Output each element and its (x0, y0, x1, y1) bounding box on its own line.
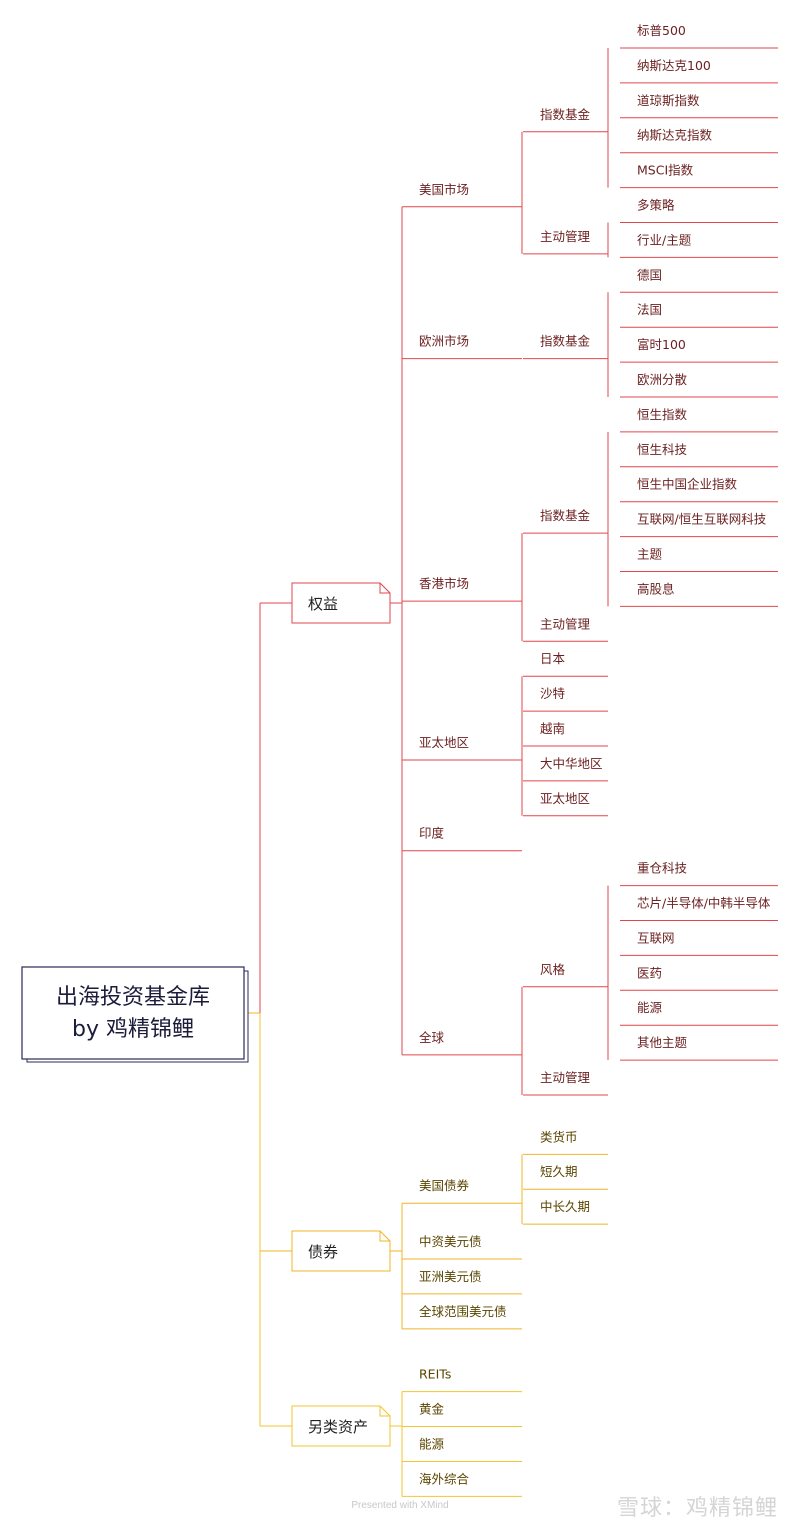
branch-2-label: 债券 (308, 1243, 338, 1261)
node-1-4-4-label: 大中华地区 (540, 756, 603, 771)
branch-1-label: 权益 (308, 595, 338, 613)
node-2-4-label: 全球范围美元债 (419, 1304, 507, 1319)
node-1-2-1-1-label: 德国 (637, 267, 662, 282)
branch-1-box[interactable] (291, 582, 391, 624)
node-2-2-label: 中资美元债 (419, 1234, 482, 1249)
node-2-1-2-label: 短久期 (540, 1164, 578, 1179)
node-1-3-2-label: 主动管理 (540, 616, 591, 631)
node-1-4-5-label: 亚太地区 (540, 791, 590, 806)
node-1-1-label: 美国市场 (419, 182, 469, 197)
node-1-6-1-3-label: 互联网 (637, 930, 675, 945)
branch-2-box[interactable] (291, 1230, 391, 1272)
node-1-1-1-1-label: 标普500 (637, 23, 686, 38)
node-1-1-1-4-label: 纳斯达克指数 (637, 128, 713, 143)
node-1-1-1-3-label: 道琼斯指数 (637, 93, 700, 108)
branch-3-box-fold (379, 1406, 390, 1417)
node-1-4-1-label: 日本 (540, 651, 566, 666)
node-1-3-1-2-label: 恒生科技 (637, 442, 688, 457)
node-3-3-label: 能源 (419, 1436, 445, 1451)
node-1-4-2-label: 沙特 (540, 686, 565, 701)
node-2-3-label: 亚洲美元债 (419, 1269, 482, 1284)
root-title: 出海投资基金库 (56, 985, 210, 1010)
node-1-6-label: 全球 (419, 1030, 445, 1045)
node-1-2-1-3-label: 富时100 (637, 337, 686, 352)
node-1-6-1-label: 风格 (540, 962, 566, 977)
node-1-6-2-label: 主动管理 (540, 1070, 591, 1085)
branch-3-box[interactable] (291, 1405, 391, 1447)
watermark: 雪球：鸡精锦鲤 (616, 1496, 778, 1521)
node-1-6-1-2-label: 芯片/半导体/中韩半导体 (637, 896, 771, 911)
node-1-5-label: 印度 (419, 826, 445, 841)
node-1-3-1-label: 指数基金 (540, 508, 591, 523)
node-1-2-1-2-label: 法国 (637, 302, 662, 317)
node-1-3-1-4-label: 互联网/恒生互联网科技 (637, 512, 767, 527)
node-3-2-label: 黄金 (419, 1402, 445, 1417)
node-1-2-1-label: 指数基金 (540, 334, 591, 349)
node-1-3-label: 香港市场 (419, 576, 469, 591)
node-1-6-1-6-label: 其他主题 (637, 1035, 688, 1050)
node-1-1-2-1-label: 多策略 (637, 198, 675, 213)
branch-2-box-fold (379, 1231, 390, 1242)
node-1-2-label: 欧洲市场 (419, 334, 469, 349)
node-3-4-label: 海外综合 (419, 1471, 470, 1486)
node-1-4-3-label: 越南 (540, 721, 565, 736)
node-1-1-1-2-label: 纳斯达克100 (637, 58, 711, 73)
node-1-1-2-label: 主动管理 (540, 229, 591, 244)
node-1-2-1-4-label: 欧洲分散 (637, 372, 688, 387)
node-1-1-2-2-label: 行业/主题 (637, 232, 692, 247)
node-1-1-1-5-label: MSCI指数 (637, 163, 694, 178)
node-1-4-label: 亚太地区 (419, 735, 469, 750)
node-1-3-1-5-label: 主题 (637, 547, 663, 562)
root-subtitle: by 鸡精锦鲤 (72, 1017, 194, 1042)
branch-1-box-fold (379, 583, 390, 594)
node-3-1-label: REITs (419, 1367, 451, 1382)
root-box[interactable] (21, 966, 245, 1060)
branch-3-label: 另类资产 (308, 1418, 368, 1436)
node-1-3-1-1-label: 恒生指数 (637, 407, 688, 422)
node-2-1-1-label: 类货币 (540, 1129, 578, 1144)
node-1-6-1-4-label: 医药 (637, 965, 662, 980)
node-1-3-1-3-label: 恒生中国企业指数 (637, 477, 738, 492)
footer-credit: Presented with XMind (351, 1500, 449, 1511)
node-2-1-label: 美国债券 (419, 1178, 470, 1193)
node-1-6-1-5-label: 能源 (637, 1000, 663, 1015)
node-1-3-1-6-label: 高股息 (637, 581, 675, 596)
node-2-1-3-label: 中长久期 (540, 1199, 590, 1214)
node-1-6-1-1-label: 重仓科技 (637, 861, 688, 876)
node-1-1-1-label: 指数基金 (540, 107, 591, 122)
